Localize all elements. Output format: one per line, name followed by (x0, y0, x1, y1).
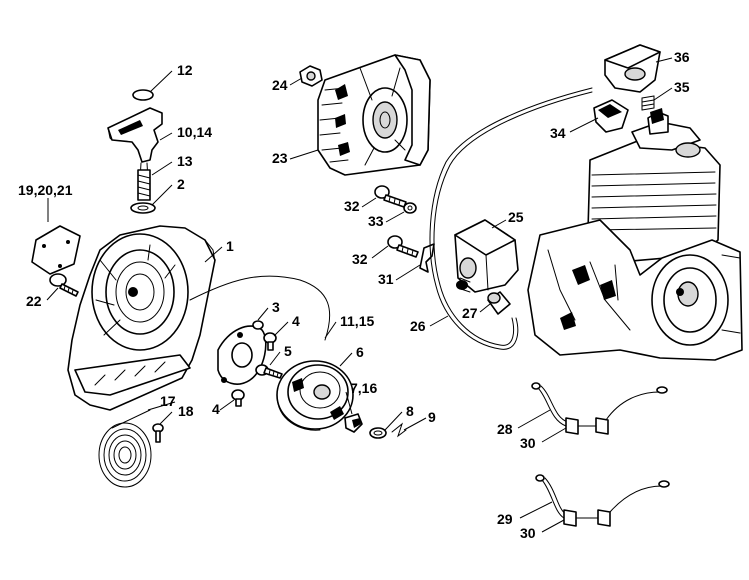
callout-34: 34 (550, 125, 566, 141)
ignition-module (454, 219, 519, 293)
callout-32b: 32 (352, 251, 368, 267)
screw-4a (263, 332, 277, 351)
callout-29: 29 (497, 511, 513, 527)
flywheel (317, 54, 431, 176)
wire-harness-28 (531, 382, 668, 435)
callout-17: 17 (160, 393, 176, 409)
screw-32b (387, 235, 419, 258)
callout-19-20-21: 19,20,21 (18, 182, 73, 198)
ignition-lead (433, 91, 593, 346)
callout-13: 13 (177, 153, 193, 169)
screw-32a (374, 185, 407, 208)
callout-9: 9 (428, 409, 436, 425)
cap-36 (604, 44, 661, 93)
callout-5: 5 (284, 343, 292, 359)
rope-rotor (276, 360, 354, 431)
callout-36: 36 (674, 49, 690, 65)
callout-25: 25 (508, 209, 524, 225)
screw-22 (49, 273, 79, 297)
guide-plate (217, 325, 267, 385)
fan-housing (67, 225, 216, 411)
callout-4b: 4 (212, 401, 220, 417)
spring-clip-9 (391, 422, 407, 438)
callout-10-14: 10,14 (177, 124, 212, 140)
engine-block (527, 108, 743, 361)
callout-30b: 30 (520, 525, 536, 541)
nut-24 (299, 65, 323, 87)
callout-3: 3 (272, 299, 280, 315)
screw-4b (231, 389, 245, 407)
callout-2: 2 (177, 176, 185, 192)
pawl (344, 413, 363, 433)
callout-27: 27 (462, 305, 478, 321)
clip-34 (593, 99, 629, 133)
screw-3 (252, 320, 264, 330)
starter-handle-assembly (107, 89, 163, 214)
spark-plug-boot (487, 291, 511, 315)
screw-5 (255, 364, 283, 379)
callout-35: 35 (674, 79, 690, 95)
leader-lines (46, 57, 673, 533)
handle-plug (132, 89, 154, 101)
wire-harness-29 (535, 474, 670, 527)
washer-33 (403, 202, 417, 214)
callout-12: 12 (177, 62, 193, 78)
callout-23: 23 (272, 150, 288, 166)
callout-18: 18 (178, 403, 194, 419)
callout-8: 8 (406, 403, 414, 419)
callout-22: 22 (26, 293, 42, 309)
callout-28: 28 (497, 421, 513, 437)
cover-plate (31, 225, 81, 275)
spring-35 (641, 95, 655, 111)
callout-26: 26 (410, 318, 426, 334)
washer-8 (369, 427, 387, 439)
callout-labels: 12 10,14 13 2 19,20,21 1 22 3 4 5 4 11,1… (18, 49, 690, 541)
screw-18 (152, 423, 164, 443)
callout-6: 6 (356, 344, 364, 360)
callout-31: 31 (378, 271, 394, 287)
callout-7-16: 7,16 (350, 380, 377, 396)
callout-32a: 32 (344, 198, 360, 214)
callout-33: 33 (368, 213, 384, 229)
grommet-washer (130, 202, 156, 214)
starter-rope (189, 275, 331, 341)
callout-11-15: 11,15 (340, 313, 374, 329)
callout-24: 24 (272, 77, 288, 93)
callout-30a: 30 (520, 435, 536, 451)
callout-4a: 4 (292, 313, 300, 329)
starter-grip (107, 107, 163, 163)
rewind-spring (98, 409, 152, 488)
callout-1: 1 (226, 238, 234, 254)
